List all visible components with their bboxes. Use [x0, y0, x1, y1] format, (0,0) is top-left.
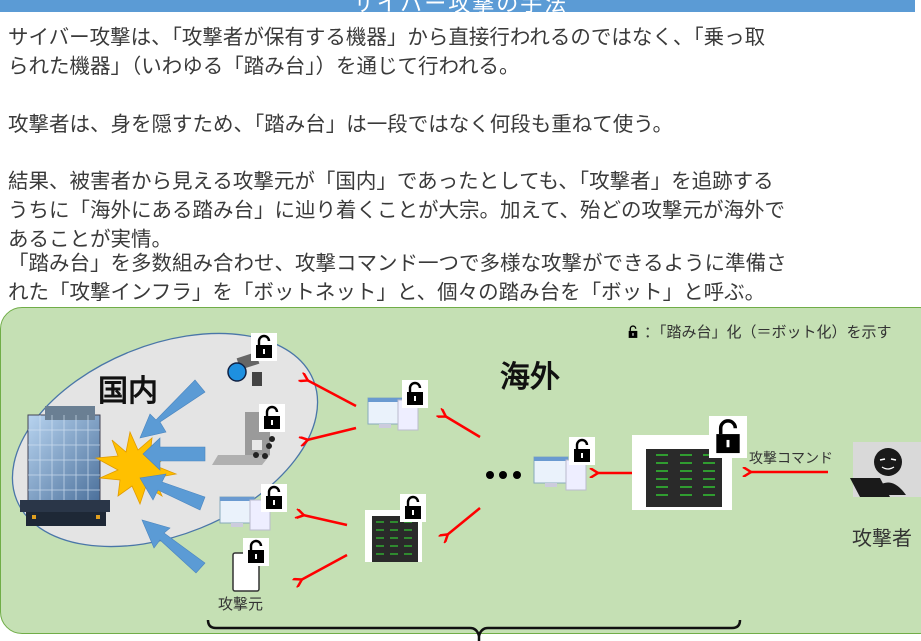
red-arrow [445, 416, 481, 439]
domestic-label: 国内 [98, 374, 158, 409]
botnet-brace [206, 619, 742, 637]
paragraph-line: 「踏み台」を多数組み合わせ、攻撃コマンド一つで多様な攻撃ができるように準備さ [8, 251, 787, 275]
unlocked-padlock-icon [569, 437, 595, 465]
paragraph-line: れた「攻撃インフラ」を「ボットネット」と、個々の踏み台を「ボット」と呼ぶ。 [8, 280, 766, 304]
red-arrow [303, 515, 348, 527]
page-title: サイバー攻撃の手法 [0, 0, 921, 12]
paragraph-2: 攻撃者は、身を隠すため、「踏み台」は一段ではなく何段も重ねて使う。 [8, 110, 920, 139]
server-rack-icon [632, 435, 732, 510]
paragraph-line: うちに「海外にある踏み台」に辿り着くことが大宗。加えて、殆どの攻撃元が海外で [8, 198, 785, 222]
desktop-pc-icon [219, 496, 271, 531]
unlocked-padlock-icon [402, 380, 428, 408]
paragraph-line: られた機器」（いわゆる「踏み台」）を通じて行われる。 [8, 54, 520, 78]
desktop-pc-icon [533, 456, 587, 491]
legend: ：「踏み台」化（＝ボット化）を示す [626, 321, 892, 342]
blue-arrow [139, 379, 206, 439]
paragraph-line: 攻撃者は、身を隠すため、「踏み台」は一段ではなく何段も重ねて使う。 [8, 112, 674, 136]
red-arrow [307, 426, 357, 440]
attacker-label: 攻撃者 [852, 526, 912, 550]
unlocked-padlock-icon [626, 324, 640, 340]
unlocked-padlock-icon [261, 484, 287, 512]
red-arrow [301, 553, 348, 580]
unlocked-padlock-icon [251, 333, 277, 361]
paragraph-line: 結果、被害者から見える攻撃元が「国内」であったとしても、「攻撃者」を追跡する [8, 169, 774, 193]
office-building-icon [20, 406, 110, 526]
blue-arrow [142, 437, 206, 471]
blue-arrow [139, 473, 206, 511]
paragraph-line: サイバー攻撃は、「攻撃者が保有する機器」から直接行われるのではなく、「乗っ取 [8, 25, 766, 49]
paragraph-1: サイバー攻撃は、「攻撃者が保有する機器」から直接行われるのではなく、「乗っ取 ら… [8, 23, 920, 81]
hacker-icon [850, 442, 921, 497]
paragraph-line: あることが実情。 [8, 227, 172, 251]
unlocked-padlock-icon [400, 494, 426, 522]
domestic-attack-arrows [139, 379, 206, 574]
attack-command-label: 攻撃コマンド [749, 451, 833, 467]
title-corner [915, 0, 921, 12]
paragraph-3: 結果、被害者から見える攻撃元が「国内」であったとしても、「攻撃者」を追跡する う… [8, 167, 920, 254]
legend-text: ：「踏み台」化（＝ボット化）を示す [644, 323, 892, 341]
red-arrow [307, 380, 357, 408]
attack-source-label: 攻撃元 [218, 595, 264, 613]
title-bar: サイバー攻撃の手法 [0, 0, 921, 12]
overseas-label: 海外 [500, 360, 560, 395]
unlocked-padlock-icon [709, 416, 747, 458]
unlocked-padlock-icon [243, 538, 269, 566]
relay-attack-arrows [301, 380, 828, 580]
unlocked-padlock-icon [259, 404, 285, 432]
ellipsis-dots [486, 471, 521, 479]
paragraph-4: 「踏み台」を多数組み合わせ、攻撃コマンド一つで多様な攻撃ができるように準備さ れ… [8, 249, 920, 307]
blue-arrow [141, 519, 206, 574]
red-arrow [447, 507, 481, 535]
server-rack-icon [365, 510, 422, 562]
